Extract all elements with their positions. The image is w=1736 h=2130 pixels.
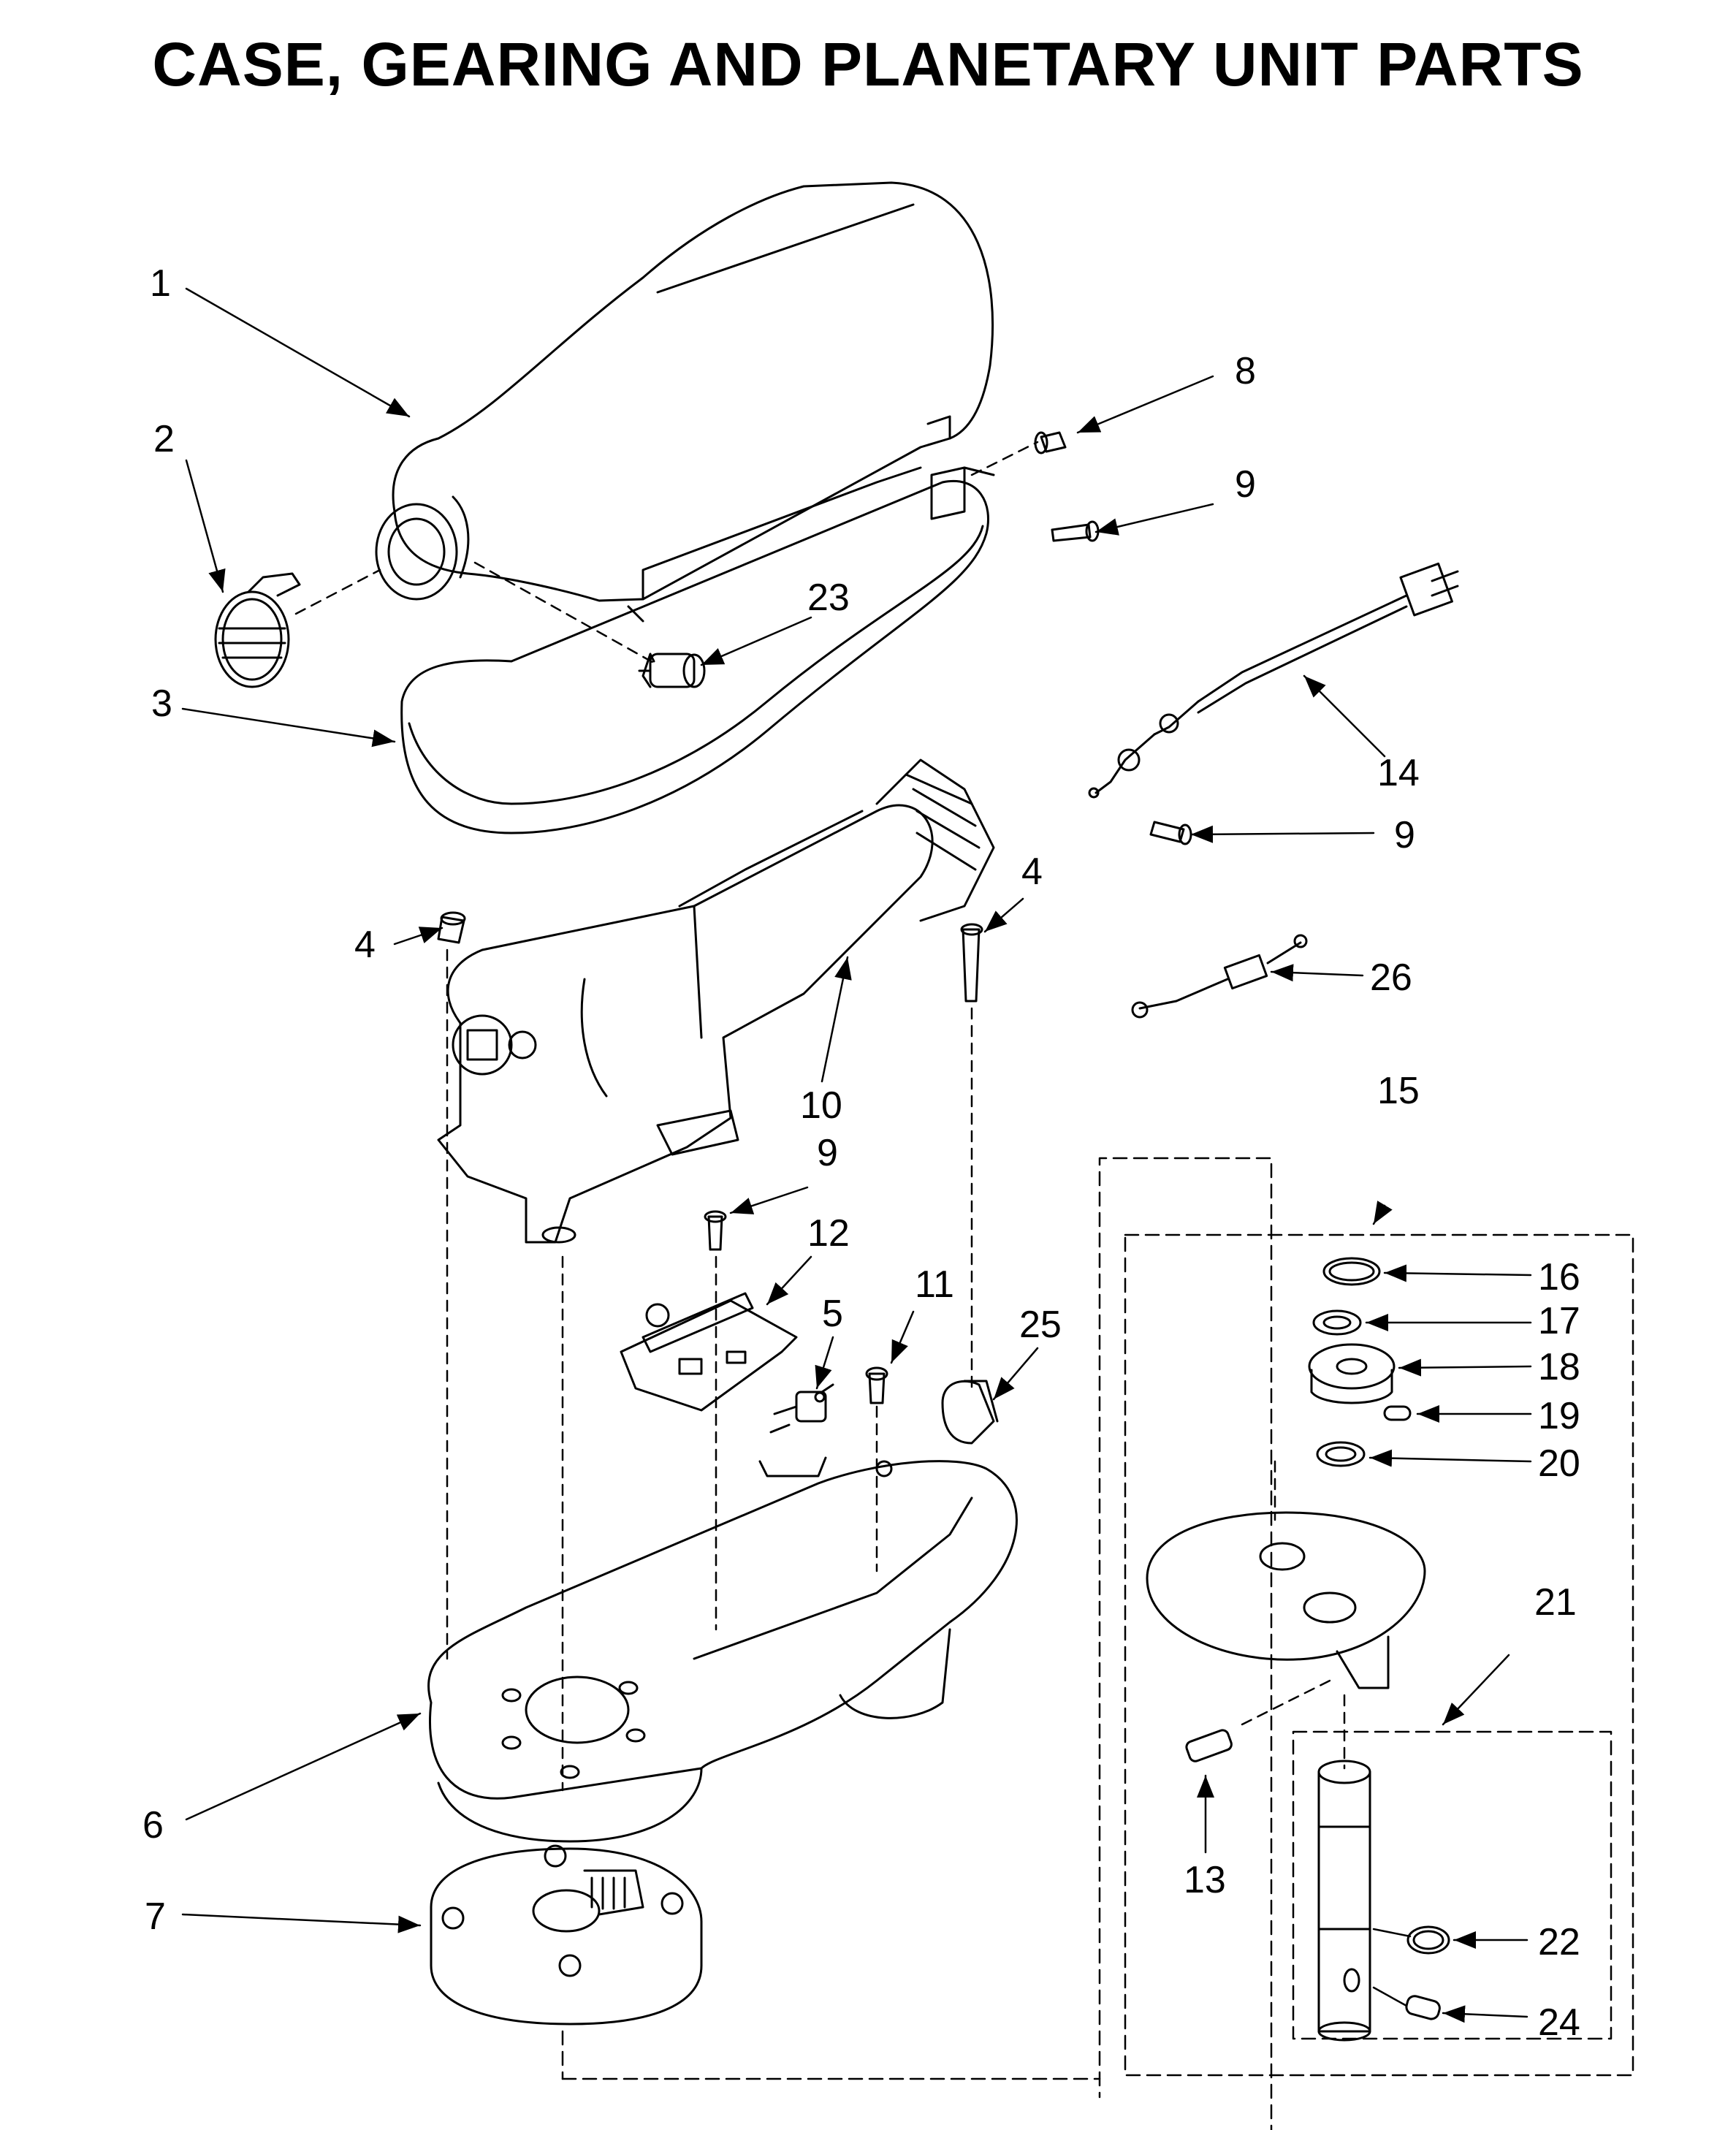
callout-2: 2: [153, 418, 175, 460]
callout-labels: 1 2 3 4 4 8 9 23 14 9 26 10 9 12 5 11 25…: [142, 262, 1580, 2044]
callout-4-right: 4: [1021, 851, 1043, 893]
power-cord-part: [1088, 562, 1459, 799]
callout-15: 15: [1377, 1070, 1420, 1112]
screw-parts-top: [930, 431, 1100, 542]
callout-23: 23: [807, 577, 850, 619]
pin-part-13: [1185, 1729, 1233, 1762]
callout-9-center: 9: [817, 1132, 838, 1174]
callout-8: 8: [1235, 350, 1256, 392]
clip-and-pin-parts: [1405, 1925, 1450, 2020]
callout-3: 3: [151, 682, 172, 725]
callout-16: 16: [1538, 1256, 1580, 1298]
callout-4-left: 4: [354, 924, 376, 966]
callout-18: 18: [1538, 1346, 1580, 1388]
callout-26: 26: [1370, 956, 1412, 999]
callout-13: 13: [1184, 1859, 1226, 1901]
callout-7: 7: [145, 1895, 166, 1938]
part-leader-lines: [1372, 1928, 1412, 2007]
callout-19: 19: [1538, 1395, 1580, 1437]
leader-lines: [181, 287, 1532, 2023]
trim-band-part: [400, 480, 989, 834]
gear-stack-parts: [1308, 1257, 1412, 1467]
control-board-part: [620, 1292, 798, 1412]
callout-9-cord: 9: [1394, 814, 1415, 856]
stud-cap-part: [941, 1380, 999, 1445]
switch-part: [769, 1383, 834, 1434]
callout-14: 14: [1377, 752, 1420, 794]
screw-part-center: [704, 1210, 727, 1251]
callout-24: 24: [1538, 2001, 1580, 2044]
pedestal-base-part: [427, 1456, 1018, 1843]
callout-6: 6: [142, 1804, 164, 1846]
callout-1: 1: [150, 262, 171, 305]
planetary-plate-part: [1146, 1511, 1426, 1689]
callout-10: 10: [800, 1084, 842, 1127]
screw-part-cord: [1149, 821, 1192, 845]
shaft-part-21: [1317, 1760, 1371, 2042]
callout-21: 21: [1534, 1581, 1577, 1624]
thumb-screw-part: [638, 653, 706, 688]
hinge-cover-part: [214, 572, 301, 688]
callout-25: 25: [1019, 1304, 1062, 1346]
planetary-housing-part: [430, 1844, 703, 2026]
gear-case-motor-part: [437, 758, 995, 1244]
callout-12: 12: [807, 1212, 850, 1255]
motor-housing-part: [375, 181, 994, 623]
capacitor-part: [1131, 934, 1308, 1019]
diagram-title: CASE, GEARING AND PLANETARY UNIT PARTS: [152, 30, 1584, 99]
callout-22: 22: [1538, 1921, 1580, 1963]
screw-parts-4: [437, 911, 983, 1003]
callout-17: 17: [1538, 1300, 1580, 1342]
callout-11: 11: [915, 1263, 954, 1306]
callout-20: 20: [1538, 1442, 1580, 1485]
screw-part-11: [865, 1366, 888, 1404]
callout-9-top: 9: [1235, 463, 1256, 506]
alignment-lines: [294, 441, 1346, 1792]
callout-5: 5: [822, 1293, 843, 1335]
